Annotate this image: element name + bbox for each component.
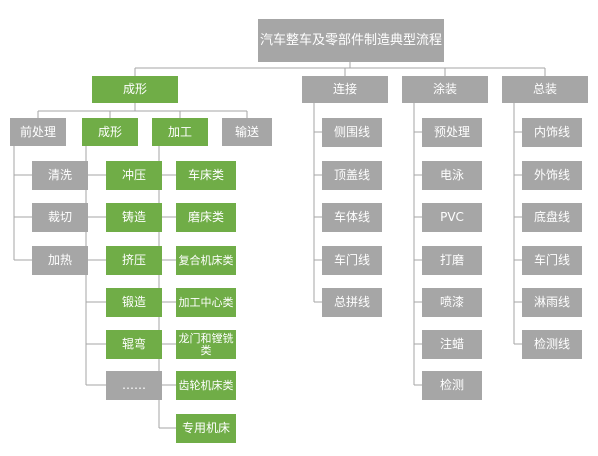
group-pretreat: 前处理 [10,118,66,146]
machining-item: 专用机床 [176,414,236,443]
painting-item: 打磨 [422,246,482,275]
root-node: 汽车整车及零部件制造典型流程 [258,19,444,62]
assembly-item: 底盘线 [522,203,582,232]
category-assembly: 总装 [502,76,588,103]
machining-item: 齿轮机床类 [176,371,236,400]
assembly-item: 内饰线 [522,118,582,147]
painting-item: 检测 [422,371,482,400]
group-forming: 成形 [82,118,138,146]
machining-item: 加工中心类 [176,288,236,317]
painting-item: PVC [422,203,482,232]
pretreat-item: 清洗 [32,161,88,190]
joining-item: 车体线 [322,203,382,232]
category-painting: 涂装 [402,76,488,103]
machining-item: 车床类 [176,161,236,190]
assembly-item: 外饰线 [522,161,582,190]
forming-item: …… [106,371,162,400]
forming-item: 挤压 [106,246,162,275]
pretreat-item: 裁切 [32,203,88,232]
machining-item: 复合机床类 [176,246,236,275]
joining-item: 顶盖线 [322,161,382,190]
group-conveying: 输送 [222,118,272,146]
machining-item: 龙门和镗铣类 [176,330,236,359]
painting-item: 注蜡 [422,330,482,359]
pretreat-item: 加热 [32,246,88,275]
forming-item: 锻造 [106,288,162,317]
joining-item: 侧围线 [322,118,382,147]
category-joining: 连接 [302,76,388,103]
forming-item: 铸造 [106,203,162,232]
joining-item: 车门线 [322,246,382,275]
painting-item: 预处理 [422,118,482,147]
assembly-item: 车门线 [522,246,582,275]
category-forming: 成形 [92,76,178,103]
painting-item: 喷漆 [422,288,482,317]
group-machining: 加工 [152,118,208,146]
forming-item: 冲压 [106,161,162,190]
assembly-item: 淋雨线 [522,288,582,317]
painting-item: 电泳 [422,161,482,190]
joining-item: 总拼线 [322,288,382,317]
forming-item: 辊弯 [106,330,162,359]
machining-item: 磨床类 [176,203,236,232]
assembly-item: 检测线 [522,330,582,359]
